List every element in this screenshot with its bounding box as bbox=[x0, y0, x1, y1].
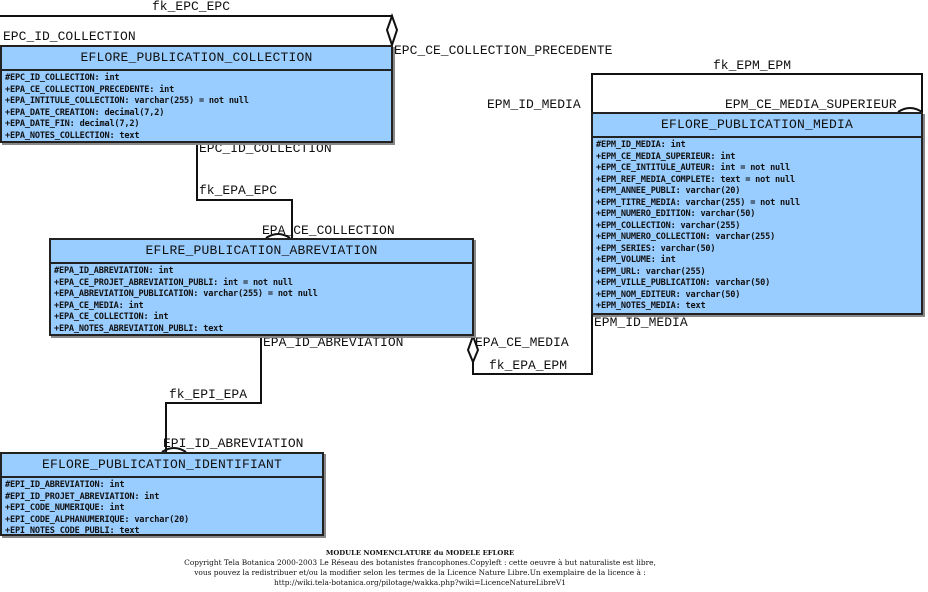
relation-line-fk-epi-epa bbox=[165, 335, 262, 452]
table-eflore-publication-abreviation[interactable]: EFLRE_PUBLICATION_ABREVIATION #EPA_ID_AB… bbox=[49, 238, 474, 336]
copyright-footer: MODULE NOMENCLATURE du MODELE EFLORE Cop… bbox=[0, 548, 840, 588]
table-eflore-publication-media[interactable]: EFLORE_PUBLICATION_MEDIA #EPM_ID_MEDIA: … bbox=[591, 112, 923, 315]
relation-name-fk-epm-epm: fk_EPM_EPM bbox=[713, 58, 792, 73]
table-field: +EPM_NOTES_MEDIA: text bbox=[596, 301, 706, 311]
table-field: +EPA_CE_COLLECTION_PRECEDENTE: int bbox=[5, 84, 175, 95]
relation-line-fk-epm-epm bbox=[591, 73, 923, 112]
table-field: +EPA_DATE_CREATION: decimal(7,2) bbox=[5, 107, 165, 118]
footer-line: vous pouvez la redistribuer et/ou la mod… bbox=[194, 568, 646, 577]
table-eflore-publication-collection[interactable]: EFLORE_PUBLICATION_COLLECTION #EPC_ID_CO… bbox=[0, 45, 393, 143]
footer-line: http://wiki.tela-botanica.org/pilotage/w… bbox=[274, 578, 566, 587]
relation-source-col: EPA_ID_ABREVIATION bbox=[263, 335, 404, 350]
crowfoot-icon bbox=[897, 107, 923, 113]
relation-source-col: EPM_ID_MEDIA bbox=[594, 315, 688, 330]
relation-name-fk-epi-epa: fk_EPI_EPA bbox=[169, 387, 248, 402]
relation-name-fk-epa-epm: fk_EPA_EPM bbox=[489, 358, 568, 373]
table-field: +EPM_NUMERO_COLLECTION: varchar(255) bbox=[596, 232, 776, 242]
table-field: +EPA_CE_MEDIA: int bbox=[54, 300, 144, 311]
relation-name-fk-epc-epc: fk_EPC_EPC bbox=[152, 0, 231, 14]
crowfoot-icon bbox=[265, 233, 291, 239]
table-fields: #EPC_ID_COLLECTION: int+EPA_CE_COLLECTIO… bbox=[2, 71, 391, 142]
table-field: +EPI_NOTES_CODE_PUBLI: text bbox=[5, 526, 140, 536]
table-field: +EPI_CODE_NUMERIQUE: int bbox=[5, 503, 125, 513]
table-field: +EPA_CE_COLLECTION: int bbox=[54, 312, 169, 322]
table-fields: #EPM_ID_MEDIA: int+EPM_CE_MEDIA_SUPERIEU… bbox=[593, 138, 921, 313]
aggregation-diamond-icon bbox=[385, 13, 399, 49]
relation-source-col: EPC_ID_COLLECTION bbox=[3, 29, 136, 44]
relation-target-col: EPC_CE_COLLECTION_PRECEDENTE bbox=[394, 43, 613, 58]
relation-target-col: EPM_CE_MEDIA_SUPERIEUR bbox=[725, 97, 897, 112]
table-field: +EPM_SERIES: varchar(50) bbox=[596, 243, 716, 254]
table-field: +EPM_URL: varchar(255) bbox=[596, 266, 706, 277]
table-title: EFLRE_PUBLICATION_ABREVIATION bbox=[51, 240, 472, 264]
footer-line: Copyright Tela Botanica 2000-2003 Le Rés… bbox=[184, 558, 656, 567]
table-field: +EPM_VILLE_PUBLICATION: varchar(50) bbox=[596, 278, 771, 288]
relation-source-col: EPM_ID_MEDIA bbox=[487, 97, 581, 112]
table-field: #EPI_ID_ABREVIATION: int bbox=[5, 480, 125, 490]
table-field: +EPA_ABREVIATION_PUBLICATION: varchar(25… bbox=[54, 289, 318, 299]
relation-target-col: EPA_CE_COLLECTION bbox=[262, 223, 395, 238]
table-field: +EPM_NUMERO_EDITION: varchar(50) bbox=[596, 209, 756, 219]
table-fields: #EPI_ID_ABREVIATION: int#EPI_ID_PROJET_A… bbox=[2, 478, 322, 538]
relation-target-col: EPA_CE_MEDIA bbox=[475, 335, 569, 350]
table-eflore-publication-identifiant[interactable]: EFLORE_PUBLICATION_IDENTIFIANT #EPI_ID_A… bbox=[0, 452, 324, 536]
table-field: +EPM_CE_MEDIA_SUPERIEUR: int bbox=[596, 151, 736, 162]
relation-line-fk-epa-epc bbox=[196, 142, 293, 238]
relation-target-col: EPI_ID_ABREVIATION bbox=[163, 436, 304, 451]
aggregation-diamond-icon bbox=[466, 333, 480, 365]
table-field: +EPM_COLLECTION: varchar(255) bbox=[596, 220, 741, 231]
table-field: +EPA_CE_PROJET_ABREVIATION_PUBLI: int = … bbox=[54, 277, 293, 288]
table-field: +EPM_TITRE_MEDIA: varchar(255) = not nul… bbox=[596, 197, 800, 208]
table-field: +EPM_VOLUME: int bbox=[596, 255, 676, 265]
table-field: +EPM_REF_MEDIA_COMPLETE: text = not null bbox=[596, 174, 795, 185]
table-field: +EPM_CE_INTITULE_AUTEUR: int = not null bbox=[596, 163, 790, 173]
table-field: +EPM_ANNEE_PUBLI: varchar(20) bbox=[596, 186, 741, 196]
table-field: +EPA_INTITULE_COLLECTION: varchar(255) =… bbox=[5, 96, 249, 106]
relation-name-fk-epa-epc: fk_EPA_EPC bbox=[199, 183, 278, 198]
table-fields: #EPA_ID_ABREVIATION: int+EPA_CE_PROJET_A… bbox=[51, 264, 472, 335]
table-field: #EPI_ID_PROJET_ABREVIATION: int bbox=[5, 491, 160, 502]
table-field: +EPI_CODE_ALPHANUMERIQUE: varchar(20) bbox=[5, 514, 190, 525]
table-field: +EPA_NOTES_ABREVIATION_PUBLI: text bbox=[54, 323, 224, 334]
table-field: +EPA_DATE_FIN: decimal(7,2) bbox=[5, 119, 140, 129]
table-field: +EPM_NOM_EDITEUR: varchar(50) bbox=[596, 289, 741, 300]
table-field: #EPA_ID_ABREVIATION: int bbox=[54, 266, 174, 276]
table-field: #EPC_ID_COLLECTION: int bbox=[5, 73, 120, 83]
table-title: EFLORE_PUBLICATION_MEDIA bbox=[593, 114, 921, 138]
table-title: EFLORE_PUBLICATION_IDENTIFIANT bbox=[2, 454, 322, 478]
crowfoot-icon bbox=[161, 447, 187, 453]
table-field: #EPM_ID_MEDIA: int bbox=[596, 140, 686, 150]
table-field: +EPA_NOTES_COLLECTION: text bbox=[5, 130, 140, 141]
relation-source-col: EPC_ID_COLLECTION bbox=[199, 141, 332, 156]
footer-title: MODULE NOMENCLATURE du MODELE EFLORE bbox=[325, 549, 515, 557]
table-title: EFLORE_PUBLICATION_COLLECTION bbox=[2, 47, 391, 71]
